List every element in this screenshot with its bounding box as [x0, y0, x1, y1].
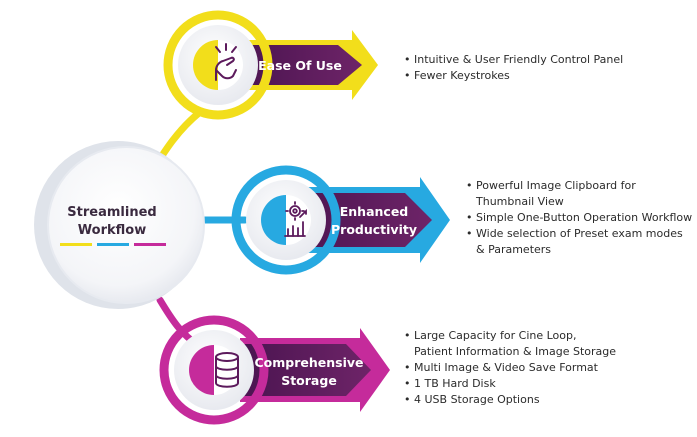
storage-banner [240, 344, 371, 396]
productivity-bullets: Powerful Image Clipboard for Thumbnail V… [466, 178, 692, 258]
productivity-title-line2: Productivity [331, 222, 417, 237]
center-title-line1: Streamlined [67, 205, 156, 220]
list-item-continuation: Thumbnail View [476, 195, 564, 208]
center-underline-magenta [134, 243, 166, 246]
list-item: Multi Image & Video Save Format [404, 360, 616, 376]
gear-chart-icon [284, 201, 307, 237]
list-item: Intuitive & User Friendly Control Panel [404, 52, 623, 68]
center-underline-yellow [60, 243, 92, 246]
feature-storage: Comprehensive Storage [159, 315, 390, 425]
list-item: 1 TB Hard Disk [404, 376, 616, 392]
feature-ease: Ease Of Use [163, 10, 378, 120]
ease-bullets: Intuitive & User Friendly Control Panel … [404, 52, 623, 84]
center-node: Streamlined Workflow [34, 141, 205, 309]
storage-bullets: Large Capacity for Cine Loop, Patient In… [404, 328, 616, 408]
hand-gesture-icon [215, 43, 237, 81]
list-item: Large Capacity for Cine Loop, [404, 328, 616, 344]
storage-title-line2: Storage [281, 373, 337, 388]
list-item: Powerful Image Clipboard for [466, 178, 692, 194]
storage-title-line1: Comprehensive [254, 355, 363, 370]
productivity-banner [290, 193, 432, 247]
list-item: Wide selection of Preset exam modes [466, 226, 692, 242]
database-icon [215, 352, 239, 388]
center-title-line2: Workflow [78, 223, 146, 238]
list-item-continuation: Patient Information & Image Storage [414, 345, 617, 358]
list-item: Simple One-Button Operation Workflow [466, 210, 692, 226]
list-item-continuation: & Parameters [476, 243, 552, 256]
center-underline-blue [97, 243, 129, 246]
list-item: Fewer Keystrokes [404, 68, 623, 84]
feature-productivity: Enhanced Productivity [231, 165, 450, 275]
ease-title: Ease Of Use [258, 58, 342, 73]
productivity-title-line1: Enhanced [340, 204, 409, 219]
list-item: 4 USB Storage Options [404, 392, 616, 408]
